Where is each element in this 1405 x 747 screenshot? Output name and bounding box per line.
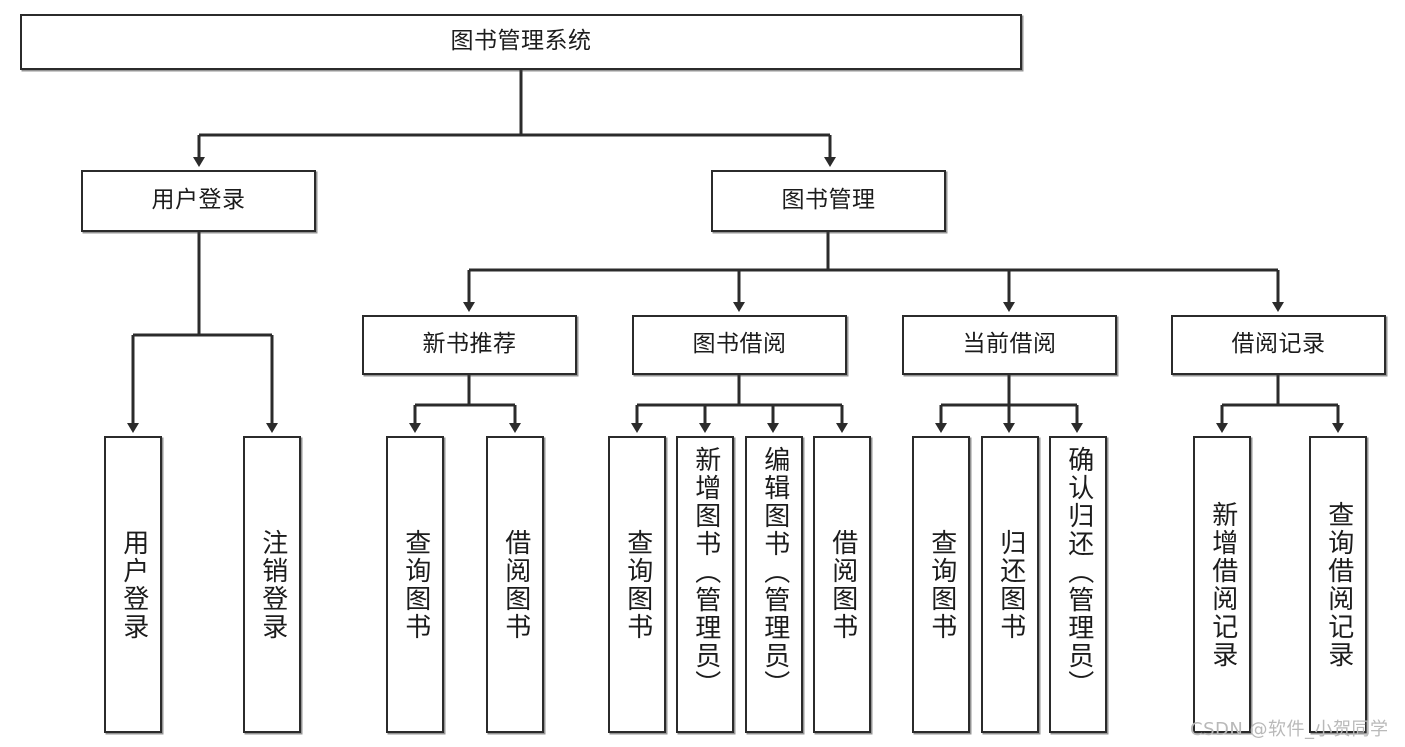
node-new-book-recommend[interactable]: 新书推荐 xyxy=(362,315,577,375)
node-label: 新增图书（管理员） xyxy=(690,446,721,698)
node-label: 借阅图书 xyxy=(500,528,531,641)
node-leaf-query-book-borrow[interactable]: 查询图书 xyxy=(608,436,666,733)
node-leaf-logout-login[interactable]: 注销登录 xyxy=(243,436,301,733)
node-label: 查询图书 xyxy=(926,528,957,641)
node-current-borrow[interactable]: 当前借阅 xyxy=(902,315,1117,375)
node-label: 用户登录 xyxy=(118,528,149,641)
node-leaf-add-book-admin[interactable]: 新增图书（管理员） xyxy=(676,436,734,733)
node-leaf-return-book[interactable]: 归还图书 xyxy=(981,436,1039,733)
node-root-book-management-system[interactable]: 图书管理系统 xyxy=(20,14,1022,70)
node-label: 编辑图书（管理员） xyxy=(759,446,790,698)
node-leaf-borrow-book-recommend[interactable]: 借阅图书 xyxy=(486,436,544,733)
node-leaf-confirm-return-admin[interactable]: 确认归还（管理员） xyxy=(1049,436,1107,733)
node-label: 查询借阅记录 xyxy=(1323,500,1354,669)
node-book-management[interactable]: 图书管理 xyxy=(711,170,946,232)
node-leaf-query-borrow-record[interactable]: 查询借阅记录 xyxy=(1309,436,1367,733)
node-label: 查询图书 xyxy=(622,528,653,641)
node-label: 借阅记录 xyxy=(1231,331,1326,358)
node-leaf-query-book-current[interactable]: 查询图书 xyxy=(912,436,970,733)
node-label: 注销登录 xyxy=(257,528,288,641)
node-label: 归还图书 xyxy=(995,528,1026,641)
node-label: 查询图书 xyxy=(400,528,431,641)
node-leaf-edit-book-admin[interactable]: 编辑图书（管理员） xyxy=(745,436,803,733)
node-label: 当前借阅 xyxy=(962,331,1057,358)
node-label: 确认归还（管理员） xyxy=(1063,446,1094,698)
csdn-watermark: CSDN @软件_小贺同学 xyxy=(1190,719,1389,740)
node-label: 图书管理系统 xyxy=(450,28,592,55)
node-label: 用户登录 xyxy=(151,187,246,214)
node-leaf-add-borrow-record[interactable]: 新增借阅记录 xyxy=(1193,436,1251,733)
node-user-login[interactable]: 用户登录 xyxy=(81,170,316,232)
node-leaf-query-book-recommend[interactable]: 查询图书 xyxy=(386,436,444,733)
node-label: 新增借阅记录 xyxy=(1207,500,1238,669)
node-leaf-user-login[interactable]: 用户登录 xyxy=(104,436,162,733)
node-borrow-record[interactable]: 借阅记录 xyxy=(1171,315,1386,375)
node-leaf-borrow-book[interactable]: 借阅图书 xyxy=(813,436,871,733)
node-book-borrow[interactable]: 图书借阅 xyxy=(632,315,847,375)
node-label: 借阅图书 xyxy=(827,528,858,641)
node-label: 图书管理 xyxy=(781,187,876,214)
node-label: 新书推荐 xyxy=(422,331,517,358)
node-label: 图书借阅 xyxy=(692,331,787,358)
